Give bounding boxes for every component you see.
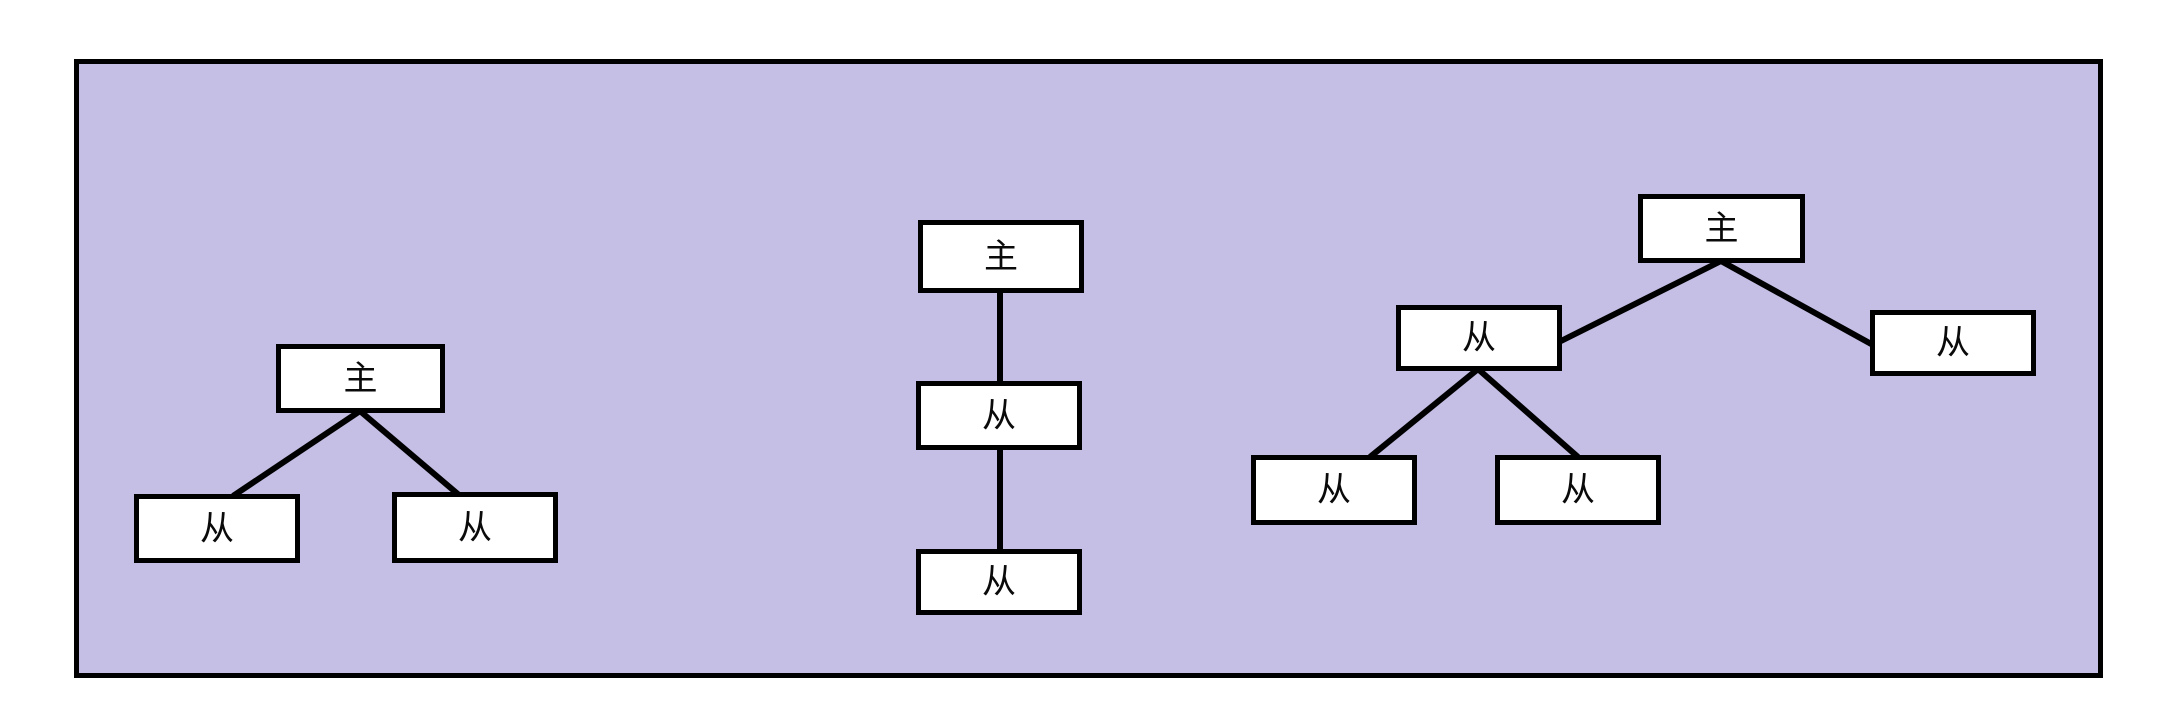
node-label: 从 [1462, 318, 1496, 358]
node-label: 从 [982, 562, 1016, 602]
node-label: 主 [1704, 208, 1739, 249]
node-label: 从 [982, 395, 1016, 436]
node-label: 从 [200, 508, 234, 549]
node-label: 从 [1561, 470, 1595, 510]
node-label: 主 [984, 236, 1018, 277]
node-tree2-slave-2[interactable]: 从 [916, 549, 1082, 615]
node-label: 从 [458, 507, 492, 548]
node-tree1-slave-2[interactable]: 从 [392, 492, 558, 563]
node-tree3-slave-2[interactable]: 从 [1870, 310, 2036, 376]
node-label: 主 [343, 358, 378, 399]
node-tree2-slave-1[interactable]: 从 [916, 381, 1082, 450]
node-tree3-master[interactable]: 主 [1638, 194, 1805, 263]
node-tree1-slave-1[interactable]: 从 [134, 494, 300, 563]
node-tree3-slave-1[interactable]: 从 [1396, 305, 1562, 371]
node-label: 从 [1936, 323, 1970, 363]
node-tree2-master[interactable]: 主 [918, 220, 1084, 293]
node-tree3-slave-3[interactable]: 从 [1251, 455, 1417, 525]
node-label: 从 [1317, 470, 1351, 510]
node-tree1-master[interactable]: 主 [276, 344, 445, 413]
node-tree3-slave-4[interactable]: 从 [1495, 455, 1661, 525]
